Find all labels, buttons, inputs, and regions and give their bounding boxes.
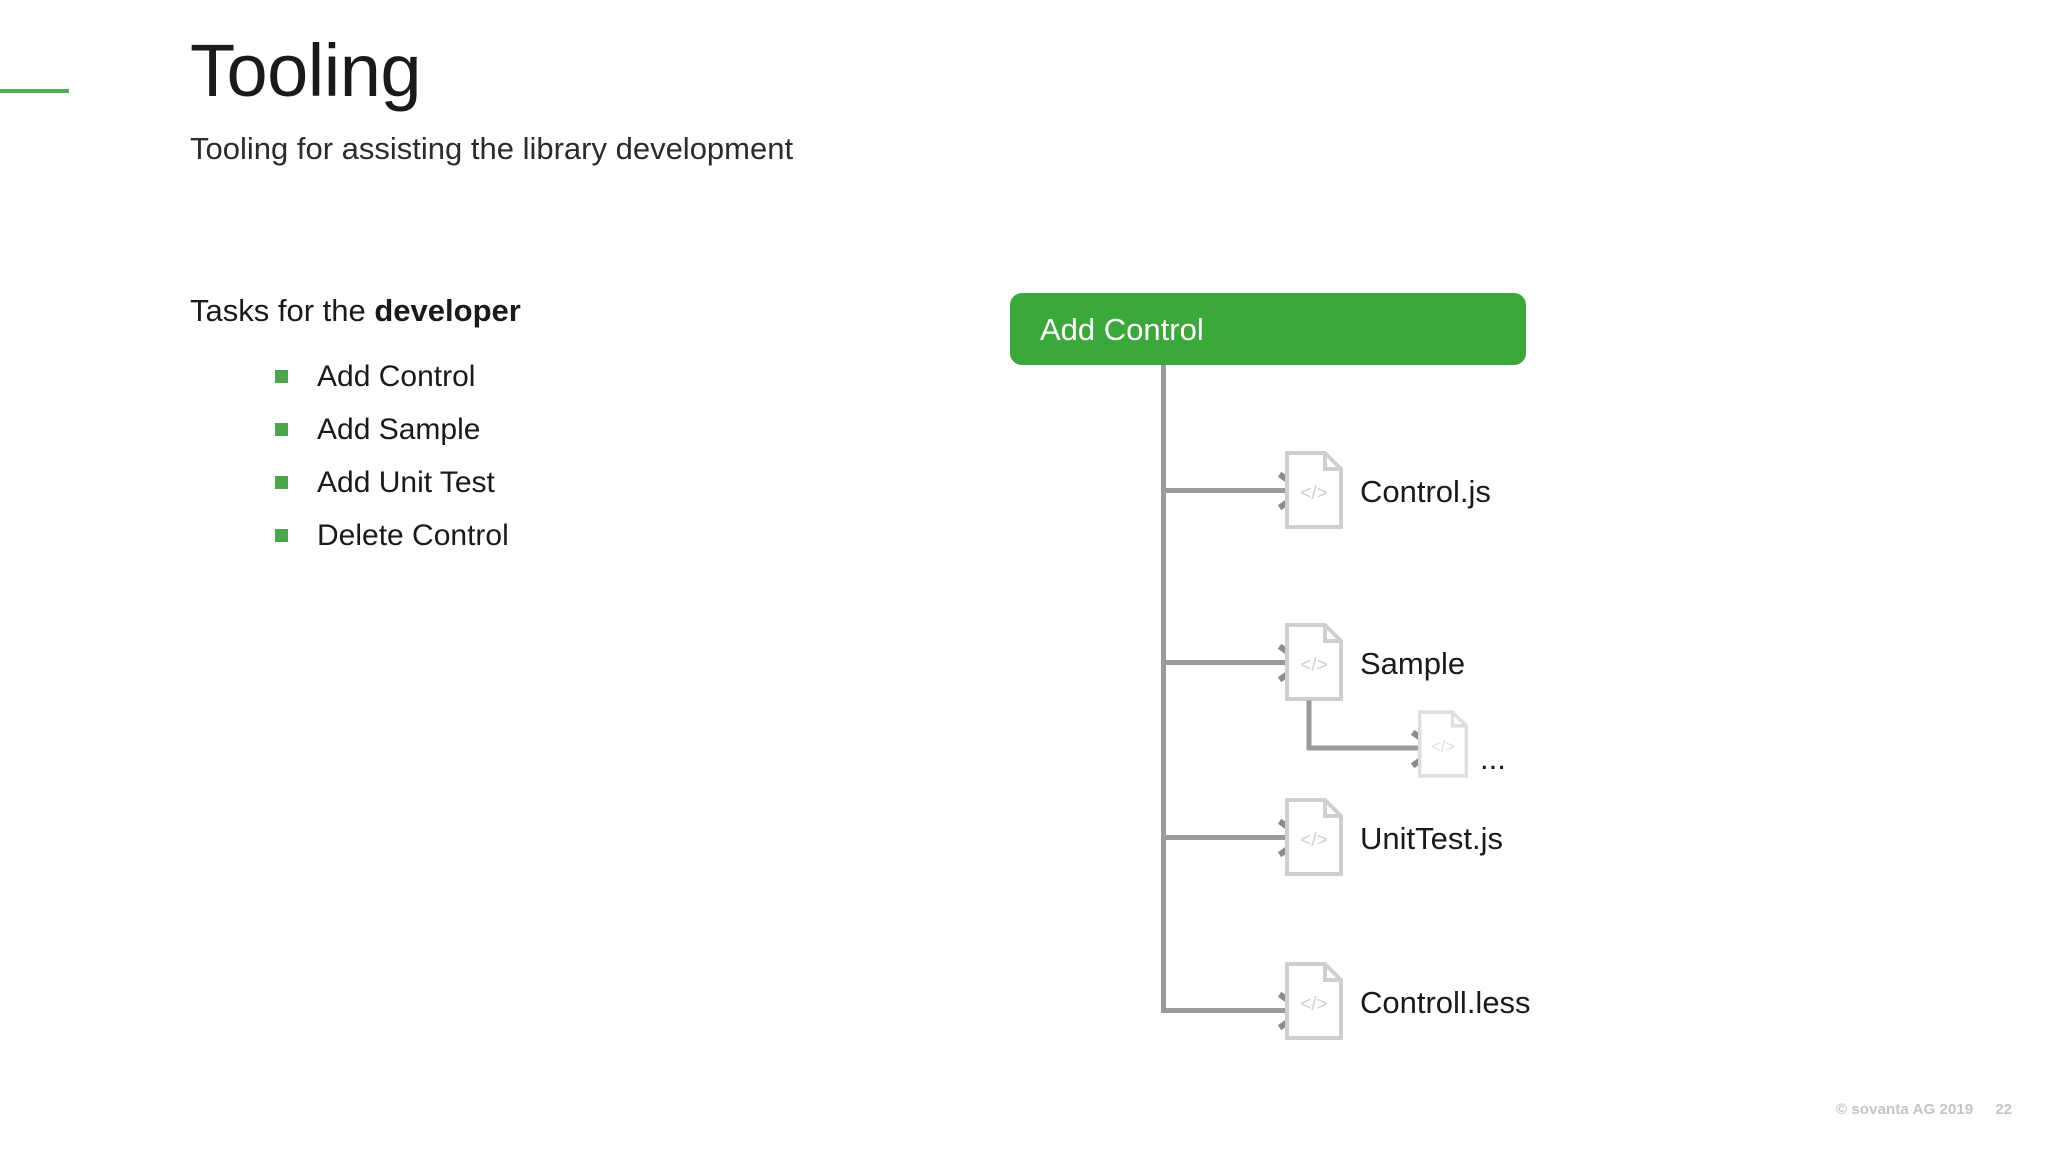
diagram-nested-connector xyxy=(1306,700,1436,770)
file-label: UnitTest.js xyxy=(1360,821,1503,856)
list-item: Delete Control xyxy=(275,509,835,562)
slide-footer: © sovanta AG 2019 22 xyxy=(1836,1101,2012,1118)
list-item: Add Control xyxy=(275,350,835,403)
svg-text:</>: </> xyxy=(1300,830,1327,851)
bullet-square-icon xyxy=(275,529,288,542)
task-label: Add Sample xyxy=(317,412,481,446)
diagram-branch-line xyxy=(1161,835,1286,840)
accent-rule xyxy=(0,89,69,93)
tooling-diagram: Add Control </> Control.js </> xyxy=(1010,290,1710,1080)
file-code-icon: </> xyxy=(1285,962,1343,1040)
nested-ellipsis-label: ... xyxy=(1480,741,1506,776)
file-code-icon-muted: </> xyxy=(1418,710,1468,778)
task-list: Add Control Add Sample Add Unit Test Del… xyxy=(275,350,835,562)
diagram-root-label: Add Control xyxy=(1040,312,1204,347)
page-subtitle: Tooling for assisting the library develo… xyxy=(190,131,794,166)
file-label: Controll.less xyxy=(1360,985,1531,1020)
file-code-icon: </> xyxy=(1285,798,1343,876)
list-item: Add Sample xyxy=(275,403,835,456)
svg-text:</>: </> xyxy=(1300,483,1327,504)
task-label: Add Unit Test xyxy=(317,465,495,499)
diagram-trunk-line xyxy=(1161,365,1166,1012)
svg-text:</>: </> xyxy=(1431,738,1455,756)
file-label: Control.js xyxy=(1360,474,1491,509)
file-code-icon: </> xyxy=(1285,451,1343,529)
page-title: Tooling xyxy=(190,29,422,112)
task-label: Add Control xyxy=(317,359,476,393)
bullet-square-icon xyxy=(275,476,288,489)
file-label: Sample xyxy=(1360,646,1466,681)
footer-page-number: 22 xyxy=(1995,1101,2012,1118)
svg-text:</>: </> xyxy=(1300,994,1327,1015)
diagram-branch-line xyxy=(1161,660,1286,665)
diagram-branch-line xyxy=(1161,1008,1286,1013)
tasks-heading-prefix: Tasks for the xyxy=(190,293,375,328)
diagram-branch-line xyxy=(1161,488,1286,493)
task-label: Delete Control xyxy=(317,518,509,552)
bullet-square-icon xyxy=(275,423,288,436)
tasks-heading: Tasks for the developer xyxy=(190,293,521,329)
tasks-heading-emphasis: developer xyxy=(374,293,521,328)
svg-text:</>: </> xyxy=(1300,655,1327,676)
file-code-icon: </> xyxy=(1285,623,1343,701)
bullet-square-icon xyxy=(275,370,288,383)
list-item: Add Unit Test xyxy=(275,456,835,509)
diagram-root-node: Add Control xyxy=(1010,293,1526,365)
footer-copyright: © sovanta AG 2019 xyxy=(1836,1101,1974,1118)
